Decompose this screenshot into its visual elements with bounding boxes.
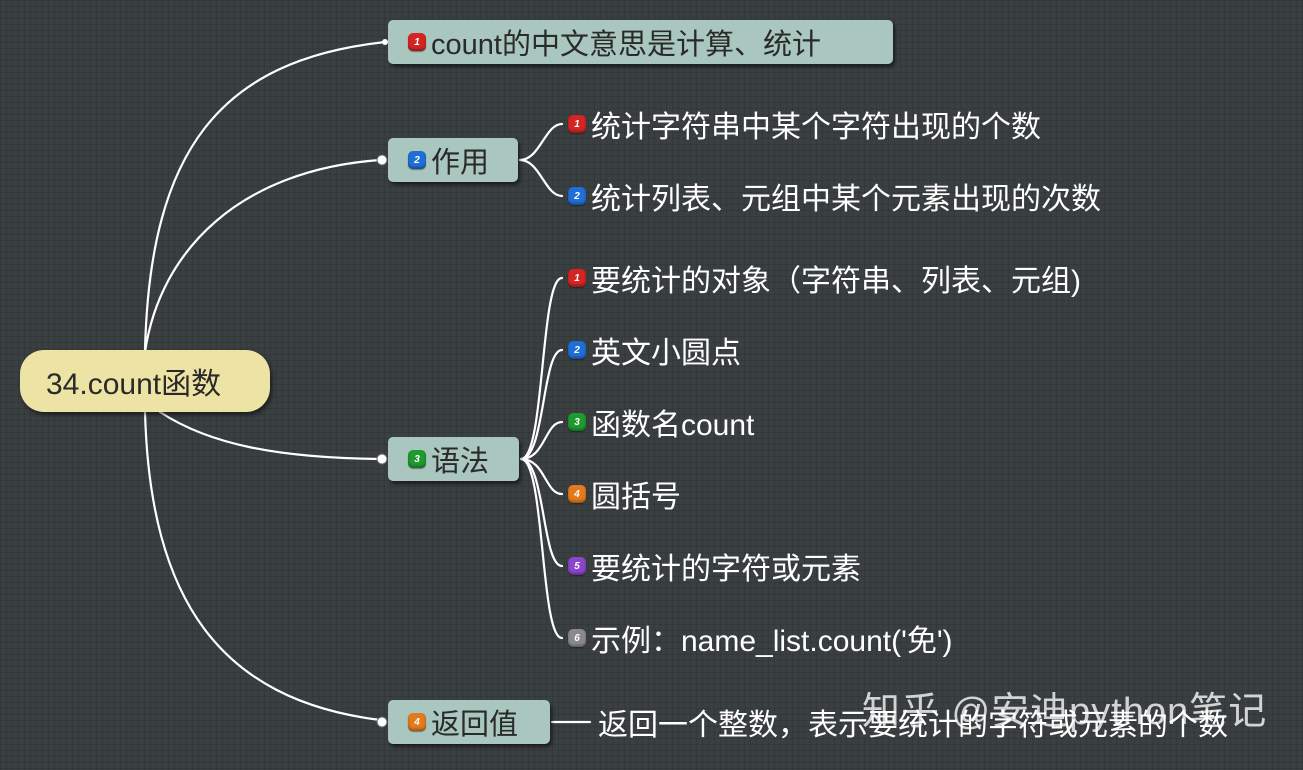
syntax-item[interactable]: 5 要统计的字符或元素: [568, 546, 861, 586]
connector-function: [143, 158, 382, 354]
topic-return[interactable]: 4 返回值: [388, 700, 550, 744]
topic-return-label: 返回值: [431, 709, 519, 741]
syntax-item-label: 圆括号: [591, 481, 681, 514]
priority-2-icon: 2: [568, 187, 586, 205]
priority-1-icon: 1: [408, 33, 426, 51]
topic-function[interactable]: 2 作用: [388, 138, 518, 182]
syntax-item[interactable]: 2 英文小圆点: [568, 330, 741, 370]
priority-1-icon: 1: [568, 115, 586, 133]
priority-2-icon: 2: [568, 341, 586, 359]
syntax-item-label: 英文小圆点: [591, 337, 741, 370]
syntax-item[interactable]: 6 示例：name_list.count('免'): [568, 618, 953, 658]
priority-4-icon: 4: [568, 485, 586, 503]
watermark: 知乎 @安迪python笔记: [862, 691, 1268, 733]
topic-function-label: 作用: [431, 147, 490, 179]
syntax-item-label: 函数名count: [591, 409, 755, 442]
syntax-item-label: 示例：name_list.count('免'): [591, 625, 953, 658]
function-item[interactable]: 1 统计字符串中某个字符出现的个数: [568, 104, 1041, 144]
return-item-label: 返回一个整数，表示要统计的字符或元素的个数: [598, 709, 1228, 742]
syntax-item-label: 要统计的字符或元素: [591, 553, 861, 586]
topic-syntax[interactable]: 3 语法: [388, 437, 519, 481]
connector-return: [143, 410, 382, 722]
connector-syntax: [158, 410, 382, 461]
priority-2-icon: 2: [408, 151, 426, 169]
topic-meaning[interactable]: 1 count的中文意思是计算、统计: [388, 20, 893, 64]
priority-5-icon: 5: [568, 557, 586, 575]
priority-3-icon: 3: [568, 413, 586, 431]
syntax-item[interactable]: 4 圆括号: [568, 474, 681, 514]
root-label: 34.count函数: [46, 368, 222, 401]
return-item[interactable]: 返回一个整数，表示要统计的字符或元素的个数: [598, 702, 1228, 742]
priority-6-icon: 6: [568, 629, 586, 647]
syntax-item[interactable]: 3 函数名count: [568, 402, 754, 442]
priority-4-icon: 4: [408, 713, 426, 731]
function-item-label: 统计列表、元组中某个元素出现的次数: [591, 183, 1101, 216]
syntax-item-label: 要统计的对象（字符串、列表、元组): [591, 265, 1081, 298]
priority-1-icon: 1: [568, 269, 586, 287]
topic-meaning-label: count的中文意思是计算、统计: [431, 29, 821, 61]
priority-3-icon: 3: [408, 450, 426, 468]
topic-syntax-label: 语法: [431, 446, 490, 478]
function-item[interactable]: 2 统计列表、元组中某个元素出现的次数: [568, 176, 1101, 216]
connector-meaning: [143, 40, 387, 352]
syntax-item[interactable]: 1 要统计的对象（字符串、列表、元组): [568, 258, 1081, 298]
root-topic[interactable]: 34.count函数: [20, 350, 270, 412]
function-item-label: 统计字符串中某个字符出现的个数: [591, 111, 1041, 144]
